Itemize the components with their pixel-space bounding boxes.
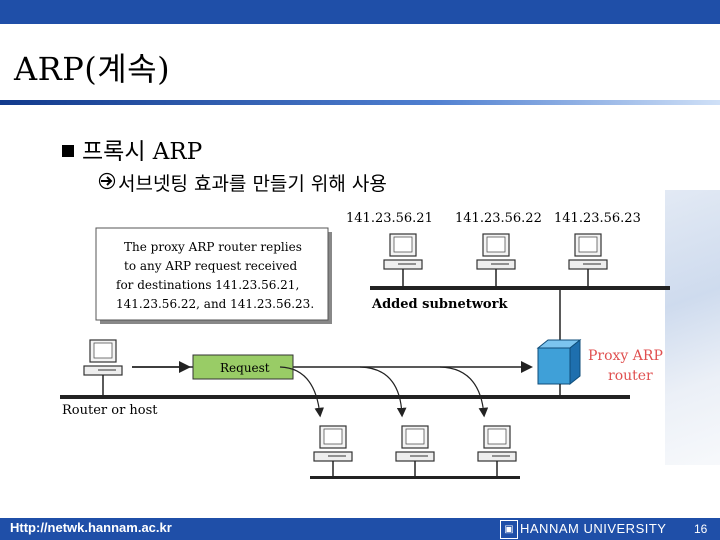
router-or-host-label: Router or host [62, 403, 158, 418]
decorative-image-strip [665, 190, 720, 465]
proxy-label-line1: Proxy ARP [588, 348, 663, 364]
proxy-arp-router-icon [536, 338, 582, 386]
request-box [192, 354, 294, 380]
footer-url: Http://netwk.hannam.ac.kr [10, 520, 172, 535]
router-or-host-pc-icon [83, 339, 123, 376]
title-underline [0, 100, 720, 105]
arrow-bullet-icon [98, 172, 118, 195]
pc-icon-2 [476, 233, 516, 270]
bullet-level2: 서브넷팅 효과를 만들기 위해 사용 [98, 169, 387, 196]
added-subnetwork-label: Added subnetwork [371, 297, 508, 312]
broadcast-arrow-1 [279, 366, 325, 418]
bottom-pc-icon-2 [395, 425, 435, 462]
proxy-label-line2: router [608, 368, 653, 384]
footer-university: HANNAM UNIVERSITY [520, 521, 667, 536]
broadcast-arrow-2 [359, 366, 407, 418]
pc-icon-1 [383, 233, 423, 270]
page-number: 16 [694, 522, 708, 536]
note-line-2: to any ARP request received [124, 259, 297, 273]
ip-label-3: 141.23.56.23 [554, 211, 641, 226]
footer-bar: Http://netwk.hannam.ac.kr ▣ HANNAM UNIVE… [0, 518, 720, 540]
note-line-1: The proxy ARP router replies [124, 240, 302, 254]
bullet-level2-text: 서브넷팅 효과를 만들기 위해 사용 [118, 173, 387, 195]
slide-title: ARP(계속) [14, 50, 171, 88]
top-bar [0, 0, 720, 24]
university-logo-icon: ▣ [500, 520, 518, 539]
proxy-arp-diagram: 141.23.56.21 141.23.56.22 141.23.56.23 T… [60, 211, 670, 479]
ip-label-2: 141.23.56.22 [455, 211, 542, 226]
bottom-pc-icon-1 [313, 425, 353, 462]
bullet-level1-text: 프록시 ARP [82, 139, 203, 165]
note-box [95, 227, 329, 321]
main-network-bus [60, 395, 630, 399]
note-line-4: 141.23.56.22, and 141.23.56.23. [116, 297, 314, 311]
square-bullet-icon [62, 145, 74, 157]
note-line-3: for destinations 141.23.56.21, [116, 278, 299, 292]
added-subnetwork-bus [370, 286, 670, 290]
bottom-pc-icon-3 [477, 425, 517, 462]
broadcast-arrow-3 [439, 366, 489, 418]
pc-icon-3 [568, 233, 608, 270]
bottom-network-bus [310, 476, 520, 479]
request-label: Request [220, 361, 270, 375]
bullet-level1: 프록시 ARP [62, 132, 202, 166]
ip-label-1: 141.23.56.21 [346, 211, 433, 226]
